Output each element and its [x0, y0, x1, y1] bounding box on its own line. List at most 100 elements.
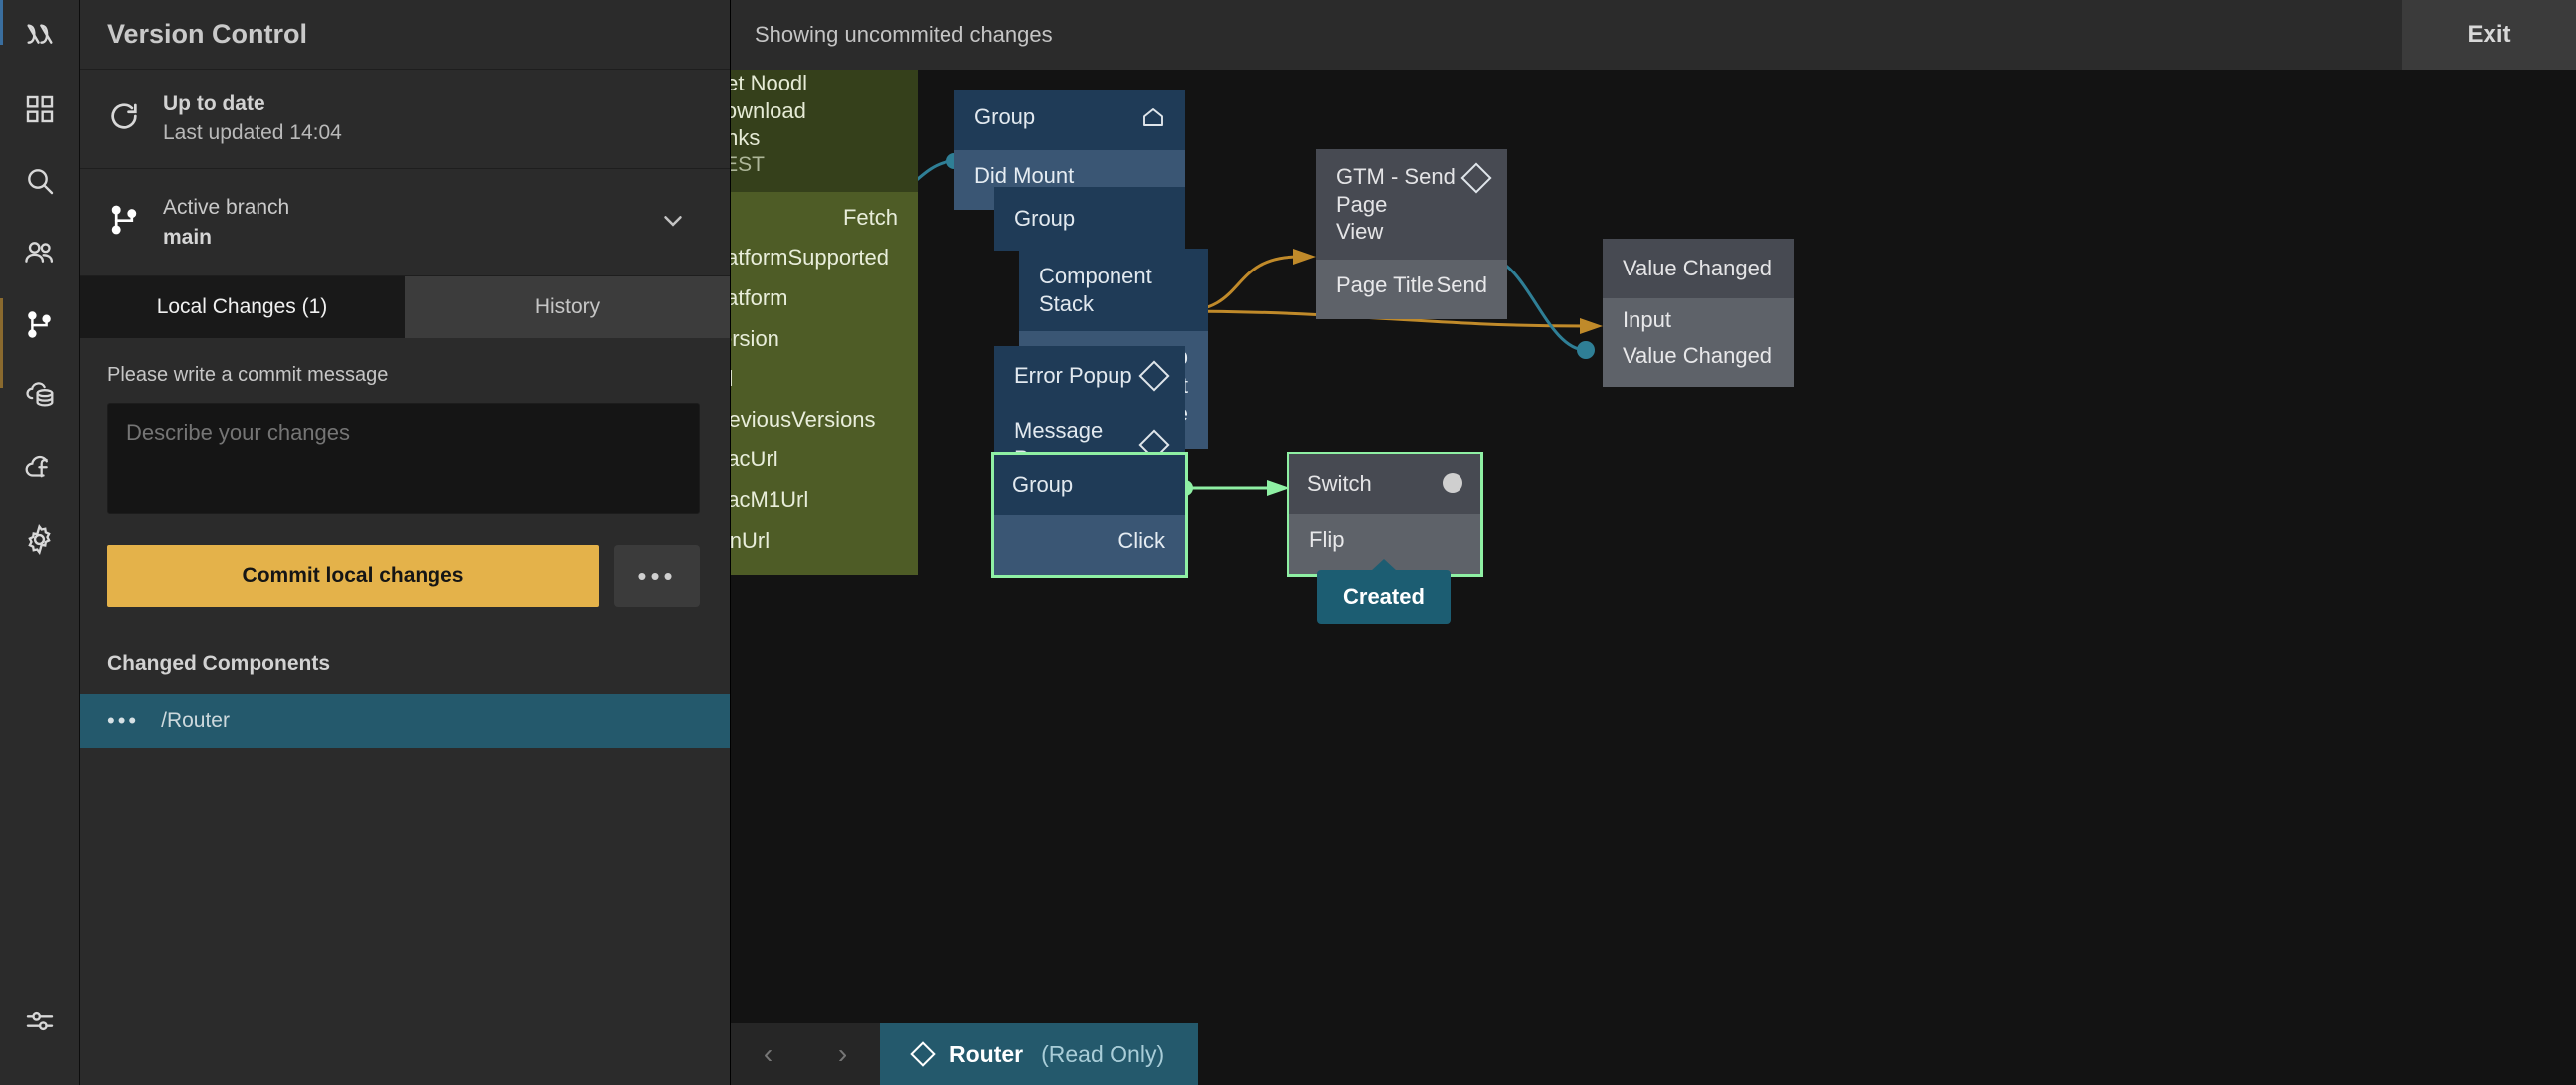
- node-group-click[interactable]: Group Click: [991, 452, 1188, 579]
- changed-component-row-router[interactable]: ••• /Router: [80, 694, 730, 748]
- branch-icon[interactable]: [0, 288, 80, 360]
- port-platform[interactable]: platform: [731, 284, 788, 310]
- active-branch-label: Active branch: [163, 196, 290, 220]
- diamond-icon: [1460, 162, 1492, 194]
- port-value-changed[interactable]: Value Changed: [1623, 343, 1773, 369]
- active-branch-row[interactable]: Active branch main: [80, 169, 730, 276]
- nav-next-button[interactable]: ›: [837, 1038, 848, 1069]
- main-area: Showing uncommited changes Exit: [731, 0, 2576, 1085]
- port-did-mount[interactable]: Did Mount: [974, 162, 1075, 188]
- node-title: Group: [1014, 206, 1076, 231]
- port-url[interactable]: url: [731, 359, 918, 400]
- gear-icon[interactable]: [0, 503, 80, 575]
- node-title: Group: [1012, 472, 1074, 497]
- diamond-icon: [910, 1041, 936, 1067]
- exit-button[interactable]: Exit: [2402, 0, 2576, 70]
- circle-icon: [1443, 473, 1462, 493]
- node-ports: Input Value Changed: [1603, 297, 1794, 387]
- breadcrumb-router[interactable]: Router (Read Only): [880, 1023, 1199, 1085]
- home-icon: [1141, 105, 1165, 136]
- node-header: Group: [954, 90, 1185, 150]
- nav-prev-button[interactable]: ‹: [763, 1038, 773, 1069]
- commit-actions: Commit local changes •••: [107, 545, 702, 607]
- node-ports: Click: [994, 514, 1185, 576]
- node-switch[interactable]: Switch Flip: [1287, 451, 1483, 578]
- port-click[interactable]: Click: [1117, 527, 1165, 553]
- tab-history[interactable]: History: [405, 276, 730, 338]
- created-tooltip: Created: [1317, 570, 1451, 624]
- grid-icon[interactable]: [0, 74, 80, 145]
- port-flip[interactable]: Flip: [1309, 526, 1345, 552]
- changed-components-header: Changed Components: [107, 652, 330, 675]
- port-version[interactable]: version: [731, 325, 779, 351]
- row-more-icon[interactable]: •••: [107, 708, 140, 733]
- port-macm1url[interactable]: macM1Url: [731, 486, 809, 512]
- version-control-panel: Version Control Up to date Last updated …: [80, 0, 731, 1085]
- vc-tabs: Local Changes (1) History: [80, 276, 730, 338]
- rail-accent-middle: [0, 298, 3, 388]
- port-previousversions[interactable]: previousVersions: [731, 406, 876, 432]
- breadcrumb-readonly-badge: (Read Only): [1041, 1040, 1165, 1067]
- changed-components-list: ••• /Router: [80, 694, 730, 748]
- node-header: Value Changed: [1603, 239, 1794, 298]
- users-icon[interactable]: [0, 217, 80, 288]
- node-title: GTM - Send Page View: [1336, 164, 1456, 244]
- node-group-2[interactable]: Group: [994, 187, 1185, 251]
- uncommitted-changes-status: Showing uncommited changes: [755, 22, 1053, 47]
- node-subtitle: REST: [731, 152, 766, 176]
- node-graph-canvas[interactable]: Get Noodl Download Links REST Fetch plat…: [731, 70, 2576, 1013]
- port-platformsupported[interactable]: platformSupported: [731, 245, 889, 271]
- node-header: Component Stack: [1019, 249, 1208, 331]
- top-bar: Showing uncommited changes Exit: [731, 0, 2576, 70]
- branch-icon: [107, 203, 141, 242]
- port-fetch[interactable]: Fetch: [842, 204, 898, 230]
- node-title: Error Popup: [1014, 363, 1132, 388]
- sync-status-headline: Up to date: [163, 92, 265, 116]
- node-header: Group: [994, 455, 1185, 515]
- node-header: Group: [994, 187, 1185, 251]
- node-title: Group: [974, 104, 1036, 129]
- commit-more-options-button[interactable]: •••: [614, 545, 700, 607]
- noodl-logo-icon[interactable]: [0, 0, 80, 74]
- bottom-bar: ‹ › Router (Read Only): [731, 1013, 2576, 1085]
- sync-status-row[interactable]: Up to date Last updated 14:04: [80, 70, 730, 169]
- node-title: Get Noodl Download Links: [731, 71, 808, 150]
- node-header: Switch: [1289, 454, 1480, 514]
- breadcrumb-name: Router: [949, 1040, 1024, 1067]
- node-title: Component Stack: [1039, 264, 1152, 316]
- commit-message-label: Please write a commit message: [107, 364, 389, 386]
- node-error-popup[interactable]: Error Popup: [994, 346, 1185, 406]
- panel-title: Version Control: [80, 0, 730, 70]
- icon-rail: [0, 0, 80, 1085]
- port-macurl[interactable]: macUrl: [731, 447, 778, 472]
- cloud-function-icon[interactable]: [0, 432, 80, 503]
- commit-local-changes-button[interactable]: Commit local changes: [107, 545, 599, 607]
- database-cloud-icon[interactable]: [0, 360, 80, 432]
- tab-local-changes[interactable]: Local Changes (1): [80, 276, 405, 338]
- chevron-down-icon[interactable]: [658, 205, 688, 240]
- node-header: Error Popup: [994, 346, 1185, 406]
- port-input[interactable]: Input: [1623, 306, 1671, 332]
- node-title: Switch: [1307, 471, 1372, 496]
- commit-message-input[interactable]: [107, 403, 700, 514]
- active-branch-value: main: [163, 225, 213, 249]
- node-header: Get Noodl Download Links REST: [731, 70, 918, 192]
- vc-body: Please write a commit message Commit loc…: [80, 338, 730, 748]
- search-icon[interactable]: [0, 145, 80, 217]
- node-title: Value Changed: [1623, 256, 1773, 280]
- canvas-nav-arrows: ‹ ›: [731, 1023, 880, 1085]
- node-value-changed[interactable]: Value Changed Input Value Changed: [1603, 239, 1794, 387]
- port-winurl[interactable]: winUrl: [731, 527, 771, 553]
- diamond-icon: [1138, 360, 1170, 392]
- sliders-icon[interactable]: [0, 986, 80, 1057]
- refresh-icon[interactable]: [107, 99, 141, 138]
- node-get-noodl-download-links[interactable]: Get Noodl Download Links REST Fetch plat…: [731, 70, 918, 576]
- node-header: GTM - Send Page View: [1316, 149, 1507, 260]
- sync-status-subline: Last updated 14:04: [163, 120, 342, 144]
- changed-component-label: /Router: [161, 709, 230, 732]
- rail-accent-top: [0, 0, 3, 45]
